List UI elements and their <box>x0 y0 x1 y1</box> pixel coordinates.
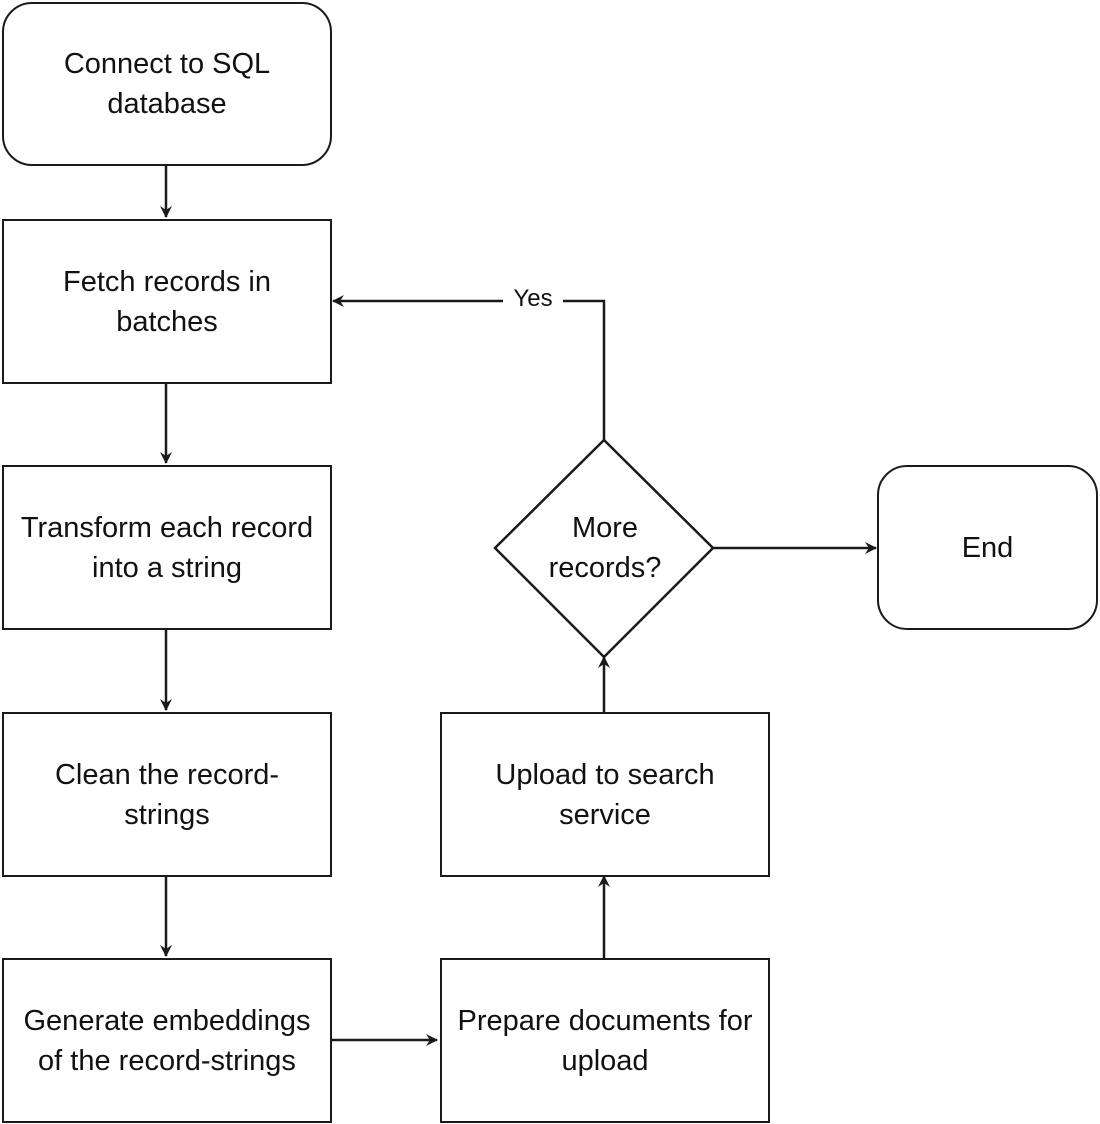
yes-edge-label: Yes <box>503 284 563 314</box>
embed-label: Generate embeddings of the record-string… <box>23 1004 311 1077</box>
decision-label: More records? <box>497 440 713 656</box>
clean-label: Clean the record-strings <box>54 758 280 831</box>
end-label: End <box>961 531 1014 564</box>
transform-node: Transform each record into a string <box>2 465 332 630</box>
end-node: End <box>877 465 1098 630</box>
connect-label: Connect to SQL database <box>63 48 271 120</box>
arrow-decision-yes-to-fetch <box>332 295 606 440</box>
upload-label: Upload to search service <box>495 758 715 831</box>
fetch-label: Fetch records in batches <box>63 265 271 338</box>
embed-node: Generate embeddings of the record-string… <box>2 958 332 1123</box>
prepare-node: Prepare documents for upload <box>440 958 770 1123</box>
decision-text: More records? <box>548 512 662 584</box>
transform-label: Transform each record into a string <box>20 511 314 584</box>
clean-node: Clean the record-strings <box>2 712 332 877</box>
decision-diamond <box>493 438 715 659</box>
prepare-label: Prepare documents for upload <box>457 1004 753 1077</box>
fetch-node: Fetch records in batches <box>2 219 332 384</box>
upload-node: Upload to search service <box>440 712 770 877</box>
connect-node: Connect to SQL database <box>2 2 332 166</box>
